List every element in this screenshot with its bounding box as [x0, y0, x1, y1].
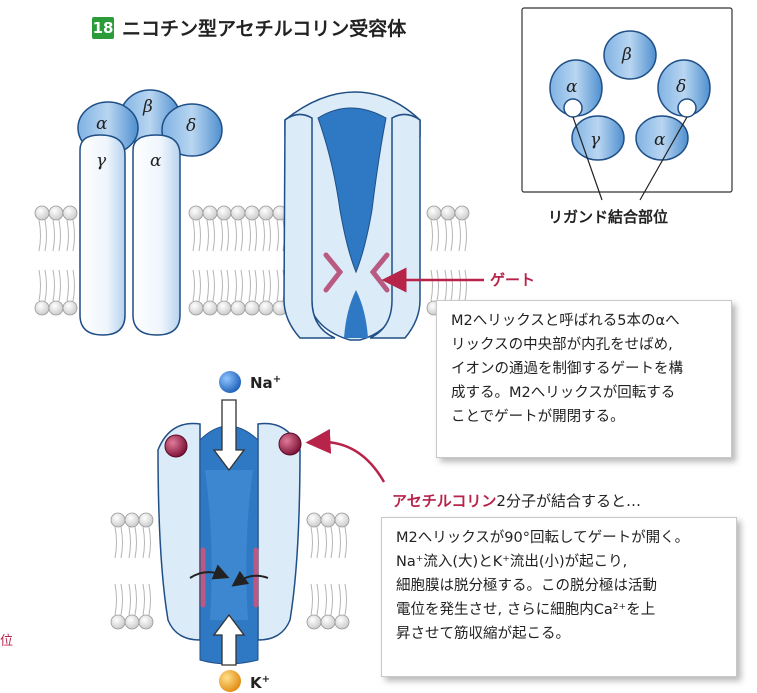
k-ion-charge: +	[262, 674, 270, 685]
acetylcholine-binding-line: アセチルコリン2分子が結合すると…	[392, 490, 641, 511]
gate-note-box: M2へリックスと呼ばれる5本のαへ リックスの中央部が内孔をせばめ, イオンの通…	[436, 300, 732, 458]
acetylcholine-suffix: 2分子が結合すると…	[496, 492, 641, 510]
na-ion-charge: +	[273, 374, 281, 385]
subunit-alpha-label-1: α	[96, 114, 108, 134]
na-ion-label: Na+	[250, 374, 281, 392]
inset-beta-label: β	[621, 45, 632, 65]
inset-gamma-label: γ	[590, 130, 601, 150]
receptor-closed-section	[284, 92, 420, 340]
subunit-beta-label-1: β	[142, 97, 153, 117]
ach-arrow	[318, 442, 384, 482]
na-ion	[219, 371, 241, 393]
na-ion-symbol: Na	[250, 374, 273, 392]
subunit-alpha-label-2: α	[150, 151, 162, 171]
k-ion	[219, 670, 241, 692]
figure-title: 18 ニコチン型アセチルコリン受容体	[92, 14, 406, 41]
inset-delta-label: δ	[676, 77, 686, 97]
open-gate-note-box: M2へリックスが90°回転してゲートが開く。 Na⁺流入(大)とK⁺流出(小)が…	[381, 517, 737, 677]
k-ion-symbol: K	[250, 674, 262, 692]
receptor-open-section	[158, 400, 301, 665]
gate-label: ゲート	[490, 269, 535, 290]
figure-title-text: ニコチン型アセチルコリン受容体	[122, 14, 406, 41]
subunit-delta-label-1: δ	[186, 116, 196, 136]
edge-text-fragment: 位	[0, 630, 13, 649]
ligand-binding-site-label: リガンド結合部位	[548, 206, 668, 227]
figure-number-badge: 18	[92, 17, 114, 39]
subunit-gamma-label-1: γ	[96, 151, 107, 171]
inset-alpha-label-1: α	[566, 77, 578, 97]
inset-alpha-label-2: α	[654, 130, 666, 150]
acetylcholine-label: アセチルコリン	[392, 492, 496, 510]
k-ion-label: K+	[250, 674, 270, 692]
pentamer-inset: β α δ γ α	[522, 8, 732, 200]
